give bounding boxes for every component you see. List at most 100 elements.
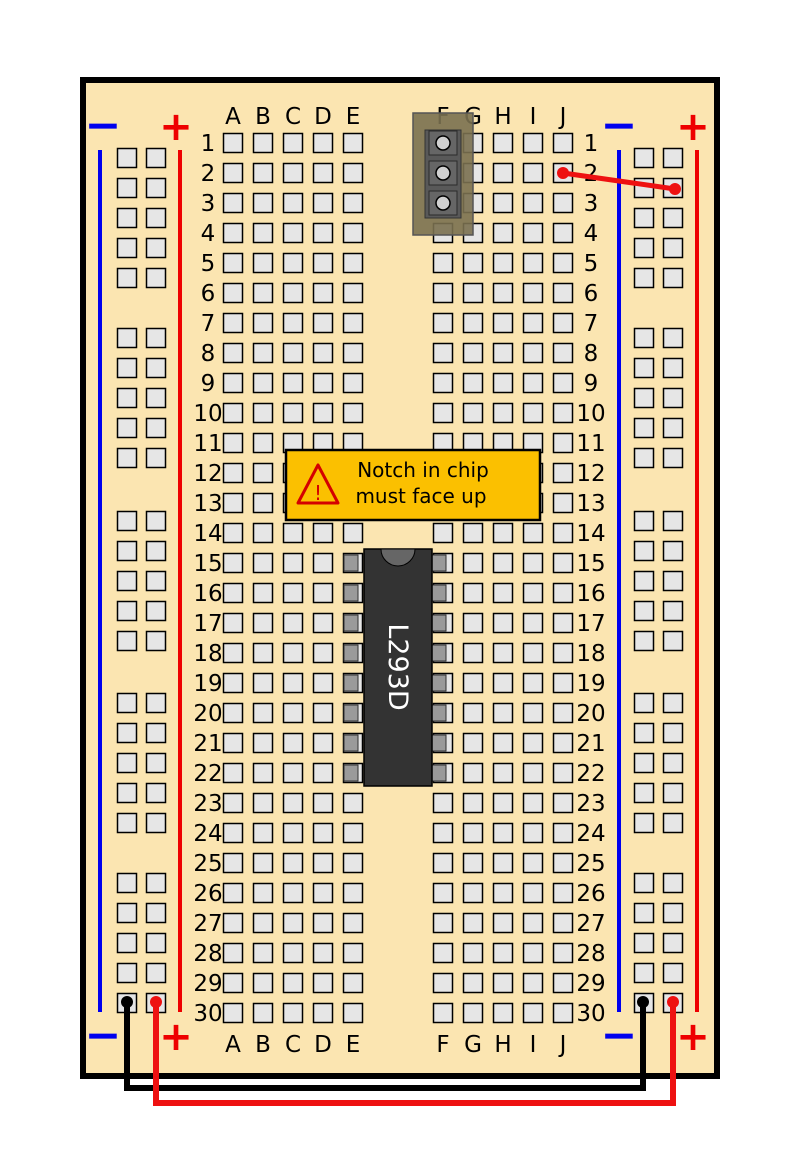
hole-b29 <box>252 972 274 994</box>
row-number-right: 27 <box>576 911 605 937</box>
hole-j17 <box>552 612 574 634</box>
left-rail-hole <box>116 417 138 439</box>
hole-b24 <box>252 822 274 844</box>
row-number-right: 17 <box>576 611 605 637</box>
hole-i16 <box>522 582 544 604</box>
column-letter-bottom: B <box>255 1032 271 1058</box>
row-number-right: 4 <box>584 221 599 247</box>
left-rail-hole <box>145 752 167 774</box>
hole-i30 <box>522 1002 544 1024</box>
hole-g16 <box>462 582 484 604</box>
left-rail-hole <box>145 327 167 349</box>
chip-pin-left <box>343 704 359 722</box>
left-rail-hole <box>145 782 167 804</box>
hole-b14 <box>252 522 274 544</box>
hole-d18 <box>312 642 334 664</box>
power-rails <box>98 150 699 1012</box>
hole-f8 <box>432 342 454 364</box>
left-rail-hole <box>145 417 167 439</box>
row-number-right: 9 <box>584 371 599 397</box>
chip-pin-left <box>343 584 359 602</box>
hole-b19 <box>252 672 274 694</box>
hole-j14 <box>552 522 574 544</box>
hole-b23 <box>252 792 274 814</box>
hole-b16 <box>252 582 274 604</box>
hole-g28 <box>462 942 484 964</box>
hole-e24 <box>342 822 364 844</box>
left-rail-hole <box>116 207 138 229</box>
hole-g14 <box>462 522 484 544</box>
hole-b18 <box>252 642 274 664</box>
hole-h17 <box>492 612 514 634</box>
row-number-left: 8 <box>201 341 216 367</box>
hole-h20 <box>492 702 514 724</box>
hole-c18 <box>282 642 304 664</box>
hole-j7 <box>552 312 574 334</box>
rail-minus-sign: − <box>601 100 638 151</box>
hole-a17 <box>222 612 244 634</box>
row-number-left: 27 <box>193 911 222 937</box>
left-rail-hole <box>145 630 167 652</box>
hole-j6 <box>552 282 574 304</box>
hole-c26 <box>282 882 304 904</box>
hole-i19 <box>522 672 544 694</box>
right-rail-hole <box>633 327 655 349</box>
right-rail-hole <box>662 447 684 469</box>
left-rail-hole <box>145 357 167 379</box>
right-rail-hole <box>662 417 684 439</box>
hole-f26 <box>432 882 454 904</box>
hole-e14 <box>342 522 364 544</box>
column-letter-bottom: D <box>314 1032 332 1058</box>
hole-d1 <box>312 132 334 154</box>
left-rail-hole <box>145 600 167 622</box>
left-rail-hole <box>145 510 167 532</box>
hole-j8 <box>552 342 574 364</box>
hole-f5 <box>432 252 454 274</box>
hole-g20 <box>462 702 484 724</box>
row-number-left: 30 <box>193 1001 222 1027</box>
hole-d25 <box>312 852 334 874</box>
hole-d26 <box>312 882 334 904</box>
row-number-left: 4 <box>201 221 216 247</box>
left-rail-hole <box>116 932 138 954</box>
hole-e9 <box>342 372 364 394</box>
hole-a24 <box>222 822 244 844</box>
right-rail-hole <box>662 722 684 744</box>
hole-j22 <box>552 762 574 784</box>
rail-minus-sign: − <box>85 100 122 151</box>
right-rail-hole <box>633 570 655 592</box>
hole-e7 <box>342 312 364 334</box>
column-letter-bottom: G <box>464 1032 482 1058</box>
hole-d6 <box>312 282 334 304</box>
hole-b5 <box>252 252 274 274</box>
row-number-right: 25 <box>576 851 605 877</box>
warning-line2: must face up <box>355 484 486 508</box>
hole-c28 <box>282 942 304 964</box>
hole-d14 <box>312 522 334 544</box>
hole-e26 <box>342 882 364 904</box>
hole-f9 <box>432 372 454 394</box>
row-number-right: 12 <box>576 461 605 487</box>
hole-d27 <box>312 912 334 934</box>
hole-a8 <box>222 342 244 364</box>
hole-a30 <box>222 1002 244 1024</box>
right-rail-hole <box>662 962 684 984</box>
hole-h1 <box>492 132 514 154</box>
column-letter-top: D <box>314 104 332 130</box>
hole-a1 <box>222 132 244 154</box>
hole-d9 <box>312 372 334 394</box>
hole-b1 <box>252 132 274 154</box>
hole-a3 <box>222 192 244 214</box>
right-rail-hole <box>662 540 684 562</box>
row-number-right: 24 <box>576 821 605 847</box>
hole-e4 <box>342 222 364 244</box>
row-number-right: 19 <box>576 671 605 697</box>
hole-c1 <box>282 132 304 154</box>
left-rail-hole <box>145 962 167 984</box>
hole-i2 <box>522 162 544 184</box>
hole-d8 <box>312 342 334 364</box>
hole-j25 <box>552 852 574 874</box>
hole-i3 <box>522 192 544 214</box>
hole-j12 <box>552 462 574 484</box>
row-number-left: 19 <box>193 671 222 697</box>
